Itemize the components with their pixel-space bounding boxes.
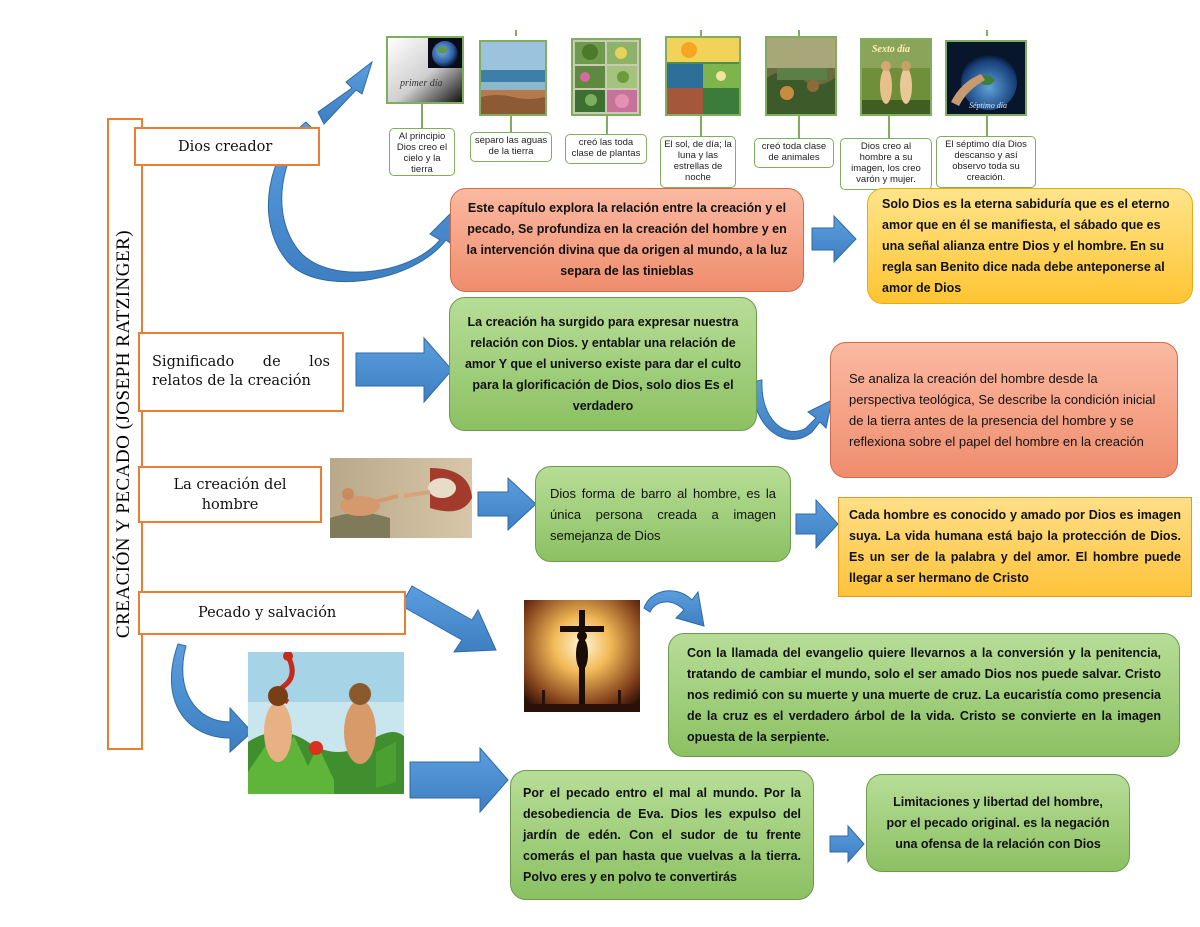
arrow-clay-to-every-man	[795, 498, 839, 550]
box-cada-hombre: Cada hombre es conocido y amado por Dios…	[838, 497, 1192, 597]
arrow-to-first-day	[317, 60, 373, 125]
topic-pecado: Pecado y salvación	[138, 591, 406, 635]
arrow-sin-to-limits	[829, 824, 865, 864]
curved-arrow-sin-to-eden	[170, 643, 253, 754]
day6-connector	[888, 116, 890, 138]
day4-connector	[700, 116, 702, 136]
day1-caption: Al principio Dios creo el cielo y la tie…	[389, 128, 455, 176]
box-llamada: Con la llamada del evangelio quiere llev…	[668, 633, 1180, 757]
arrow-meaning-to-creation	[355, 336, 453, 404]
arrow-sin-to-cross	[401, 585, 497, 653]
day6-overlay: Sexto día	[872, 44, 910, 55]
curved-arrow-cross-to-call	[643, 590, 705, 627]
box-creacion-surgido: La creación ha surgido para expresar nue…	[449, 297, 757, 431]
day7-image: Séptimo día	[945, 40, 1027, 116]
topic-creacion-hombre: La creación del hombre	[138, 466, 322, 523]
day3-connector	[606, 116, 608, 134]
arrow-eden-to-sin-box	[409, 746, 509, 814]
curved-arrow-to-analysis	[751, 379, 833, 440]
day4-image	[665, 36, 741, 116]
arrow-chapter-to-wisdom	[811, 214, 857, 264]
day5-tick	[798, 30, 800, 36]
day7-connector	[986, 116, 988, 136]
day5-connector	[798, 116, 800, 138]
day6-caption: Dios creo al hombre a su imagen, los cre…	[840, 138, 932, 190]
main-title-text: CREACIÓN Y PECADO (JOSEPH RATZINGER)	[113, 229, 134, 639]
day2-image	[479, 40, 547, 116]
apple-icon	[309, 741, 323, 755]
box-barro: Dios forma de barro al hombre, es la úni…	[535, 466, 791, 562]
day5-caption: creó toda clase de animales	[754, 138, 834, 168]
day7-caption: El séptimo día Dios descanso y así obser…	[936, 136, 1036, 188]
day7-overlay: Séptimo día	[969, 101, 1007, 110]
day1-image: primer día	[386, 36, 464, 104]
day7-tick	[986, 30, 988, 36]
crucifix-image	[524, 600, 640, 712]
day3-image	[571, 38, 641, 116]
day5-image	[765, 36, 837, 116]
title-bracket	[107, 118, 143, 750]
day6-image: Sexto día	[860, 38, 932, 116]
topic-significado: Significado de los relatos de la creació…	[138, 332, 344, 412]
day2-connector	[510, 116, 512, 132]
adam-and-eve-image	[248, 652, 404, 794]
day2-caption: separo las aguas de la tierra	[470, 132, 552, 162]
day2-tick	[515, 30, 517, 36]
creation-of-adam-image	[330, 458, 472, 538]
box-pecado-mal: Por el pecado entro el mal al mundo. Por…	[510, 770, 814, 900]
box-capitulo: Este capítulo explora la relación entre …	[450, 188, 804, 292]
earth-icon	[432, 41, 458, 67]
day1-overlay: primer día	[399, 78, 443, 89]
sun-icon	[681, 42, 697, 58]
topic-dios-creador: Dios creador	[134, 127, 320, 166]
box-limitaciones: Limitaciones y libertad del hombre, por …	[866, 774, 1130, 872]
moon-icon	[716, 71, 726, 81]
box-sabiduria: Solo Dios es la eterna sabiduría que es …	[867, 188, 1193, 304]
arrow-man-to-clay	[477, 476, 537, 532]
main-title: CREACIÓN Y PECADO (JOSEPH RATZINGER)	[104, 120, 144, 748]
day4-tick	[700, 30, 702, 36]
day3-caption: creó las toda clase de plantas	[565, 134, 647, 164]
day1-connector	[421, 102, 423, 134]
box-analiza: Se analiza la creación del hombre desde …	[830, 342, 1178, 478]
day4-caption: El sol, de día; la luna y las estrellas …	[660, 136, 736, 188]
